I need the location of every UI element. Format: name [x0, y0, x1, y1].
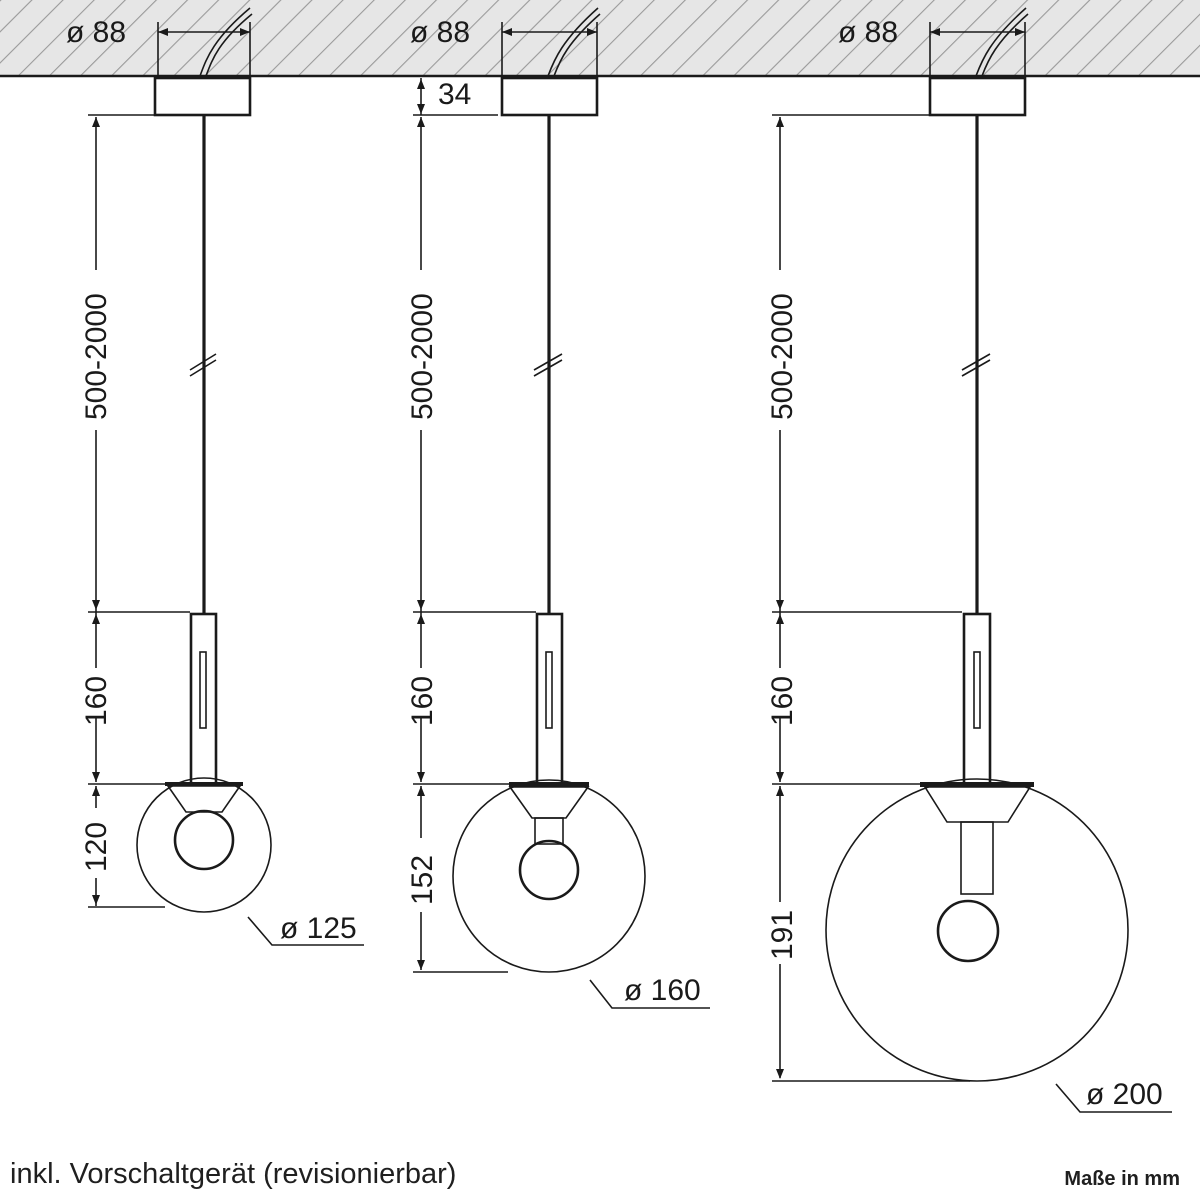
canopy-diameter-label: ø 88	[410, 16, 470, 49]
stem-slot	[545, 651, 553, 729]
stem-length-label: 160	[80, 676, 113, 726]
light-bulb	[936, 899, 1000, 963]
light-bulb	[173, 809, 235, 871]
globe-height-label: 191	[766, 910, 799, 960]
stem-slot	[199, 651, 207, 729]
pendant-lamp-small: ø 88 500-2000 160 120 ø 125	[66, 7, 364, 946]
light-bulb	[518, 839, 580, 901]
stem-slot	[973, 651, 981, 729]
pendant-lamp-medium: ø 88 34 500-2000 160 152 ø 160	[406, 7, 710, 1009]
canopy-diameter-label: ø 88	[838, 16, 898, 49]
globe-height-label: 120	[80, 822, 113, 872]
canopy-height-label: 34	[438, 78, 471, 111]
break-mark	[961, 359, 991, 377]
globe-diameter-leader	[1055, 1083, 1172, 1113]
ceiling-hatch	[0, 0, 1200, 76]
power-cable	[199, 7, 251, 77]
canopy	[153, 76, 252, 117]
glass-globe	[825, 778, 1129, 1082]
cable-length-label: 500-2000	[406, 293, 439, 420]
glass-globe	[136, 777, 272, 913]
stem	[189, 612, 218, 786]
break-mark	[533, 359, 563, 377]
power-cable	[547, 7, 599, 77]
globe-height-label: 152	[406, 855, 439, 905]
stem-length-label: 160	[766, 676, 799, 726]
stem	[535, 612, 564, 786]
glass-globe	[452, 779, 646, 973]
break-mark	[189, 359, 217, 377]
lamp-holder	[508, 786, 590, 819]
ballast-note: inkl. Vorschaltgerät (revisionierbar)	[10, 1158, 457, 1190]
power-cable-outline	[205, 13, 253, 77]
cable-length-label: 500-2000	[80, 293, 113, 420]
canopy	[928, 76, 1027, 117]
globe-diameter-leader	[247, 916, 364, 946]
lamp-holder	[166, 785, 242, 813]
cable-length-label: 500-2000	[766, 293, 799, 420]
stem-length-label: 160	[406, 676, 439, 726]
globe-diameter-label: ø 125	[280, 912, 357, 945]
power-cable	[975, 7, 1027, 77]
canopy-diameter-label: ø 88	[66, 16, 126, 49]
globe-diameter-label: ø 200	[1086, 1078, 1163, 1111]
globe-diameter-label: ø 160	[624, 974, 701, 1007]
lamp-holder	[923, 786, 1032, 823]
canopy	[500, 76, 599, 117]
stem	[962, 612, 992, 786]
pendant-lamp-large: ø 88 500-2000 160 191 ø 200	[766, 7, 1172, 1113]
units-note: Maße in mm	[1064, 1168, 1180, 1190]
globe-diameter-leader	[589, 979, 710, 1009]
